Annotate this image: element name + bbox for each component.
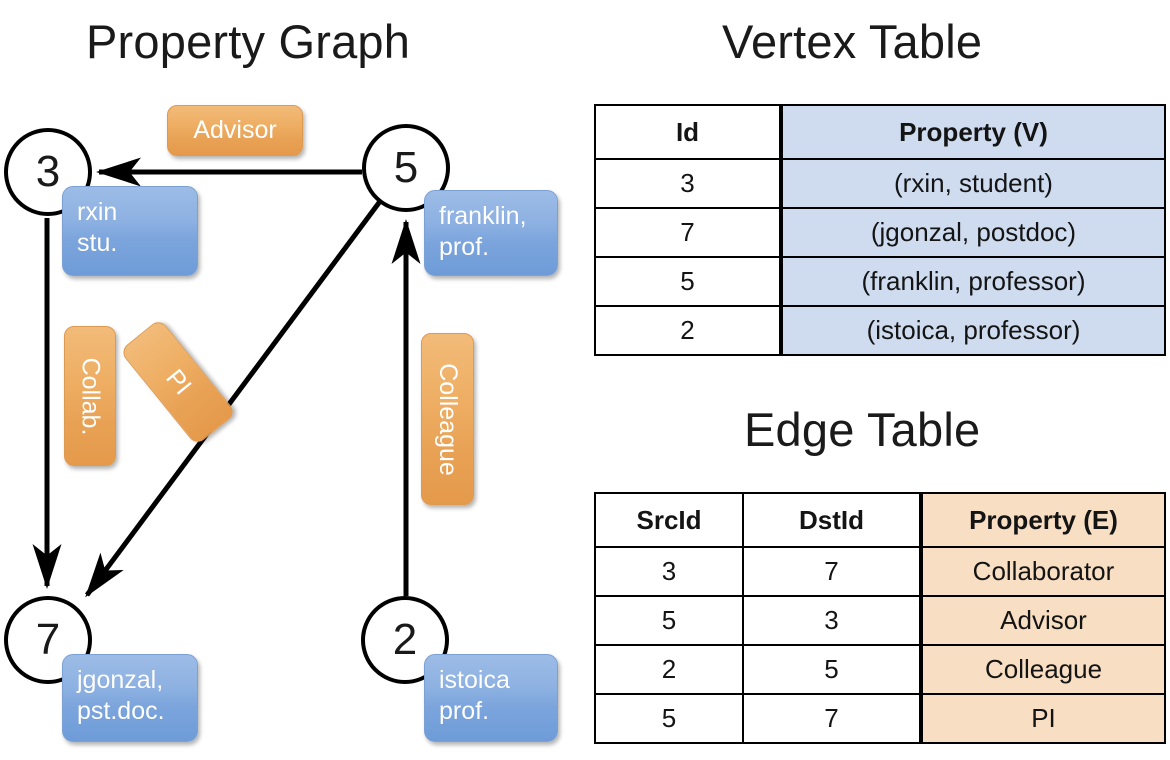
edge-cell-srcid: 5 — [594, 595, 744, 646]
vertex-table-header-row: Id Property (V) — [594, 104, 1166, 160]
node-property-box-2: istoica prof. — [424, 654, 558, 742]
property-graph-panel: Property Graph 3 5 7 2 rxin stu. frankli… — [4, 15, 558, 742]
table-row[interactable]: 5 7 PI — [594, 693, 1166, 744]
edge-cell-property: Advisor — [919, 595, 1166, 646]
page-title-property-graph: Property Graph — [86, 15, 411, 68]
edge-cell-property: PI — [919, 693, 1166, 744]
edge-table-header-property: Property (E) — [919, 492, 1166, 548]
page-title-edge-table: Edge Table — [744, 403, 981, 456]
edge-label-collab-text: Collab. — [76, 357, 105, 435]
edge-cell-property: Collaborator — [919, 546, 1166, 597]
node-2-property-line2: prof. — [439, 696, 490, 725]
table-row[interactable]: 5 (franklin, professor) — [594, 256, 1166, 307]
edge-cell-srcid: 2 — [594, 644, 744, 695]
graph-node-2[interactable]: 2 — [361, 596, 449, 684]
edge-table-header-dstid: DstId — [742, 492, 922, 548]
edge-label-collab: Collab. — [64, 326, 116, 466]
node-5-property-line2: prof. — [439, 232, 490, 261]
node-3-property-line1: rxin — [77, 198, 118, 226]
node-5-property-line1: franklin, — [439, 202, 527, 230]
node-2-property-line1: istoica — [439, 666, 510, 694]
edge-label-colleague-text: Colleague — [434, 362, 462, 476]
edge-cell-dstid: 7 — [742, 546, 922, 597]
vertex-cell-id: 7 — [594, 207, 782, 258]
node-property-box-7: jgonzal, pst.doc. — [62, 654, 198, 742]
edge-cell-property: Colleague — [919, 644, 1166, 695]
node-property-box-3: rxin stu. — [62, 186, 198, 276]
edge-label-pi-text: PI — [160, 363, 197, 400]
vertex-cell-id: 3 — [594, 158, 782, 209]
vertex-table-header-property: Property (V) — [779, 104, 1166, 160]
vertex-cell-id: 5 — [594, 256, 782, 307]
node-7-property-line1: jgonzal, — [77, 666, 164, 694]
edge-cell-dstid: 7 — [742, 693, 922, 744]
graph-edges-canvas — [32, 157, 421, 598]
table-row[interactable]: 2 (istoica, professor) — [594, 305, 1166, 356]
edge-cell-dstid: 3 — [742, 595, 922, 646]
table-row[interactable]: 2 5 Colleague — [594, 644, 1166, 695]
edge-cell-srcid: 3 — [594, 546, 744, 597]
edge-cell-dstid: 5 — [742, 644, 922, 695]
vertex-table: Id Property (V) 3 (rxin, student) 7 (jgo… — [594, 104, 1166, 356]
vertex-cell-property: (franklin, professor) — [779, 256, 1166, 307]
vertex-cell-property: (rxin, student) — [779, 158, 1166, 209]
vertex-table-header-id: Id — [594, 104, 782, 160]
vertex-cell-id: 2 — [594, 305, 782, 356]
edge-table-header-srcid: SrcId — [594, 492, 744, 548]
edge-table: SrcId DstId Property (E) 3 7 Collaborato… — [594, 492, 1166, 744]
edge-label-advisor-text: Advisor — [193, 116, 277, 144]
node-7-property-line2: pst.doc. — [77, 696, 165, 725]
page-title-vertex-table: Vertex Table — [722, 15, 983, 68]
table-row[interactable]: 5 3 Advisor — [594, 595, 1166, 646]
graph-node-5[interactable]: 5 — [362, 124, 450, 212]
edge-cell-srcid: 5 — [594, 693, 744, 744]
edge-label-colleague: Colleague — [421, 333, 474, 505]
edge-label-advisor: Advisor — [167, 105, 303, 156]
table-row[interactable]: 7 (jgonzal, postdoc) — [594, 207, 1166, 258]
edge-5-to-7 — [84, 198, 384, 598]
node-property-box-5: franklin, prof. — [424, 190, 558, 276]
node-3-property-line2: stu. — [77, 228, 118, 257]
vertex-cell-property: (jgonzal, postdoc) — [779, 207, 1166, 258]
table-row[interactable]: 3 7 Collaborator — [594, 546, 1166, 597]
table-row[interactable]: 3 (rxin, student) — [594, 158, 1166, 209]
vertex-cell-property: (istoica, professor) — [779, 305, 1166, 356]
edge-table-header-row: SrcId DstId Property (E) — [594, 492, 1166, 548]
